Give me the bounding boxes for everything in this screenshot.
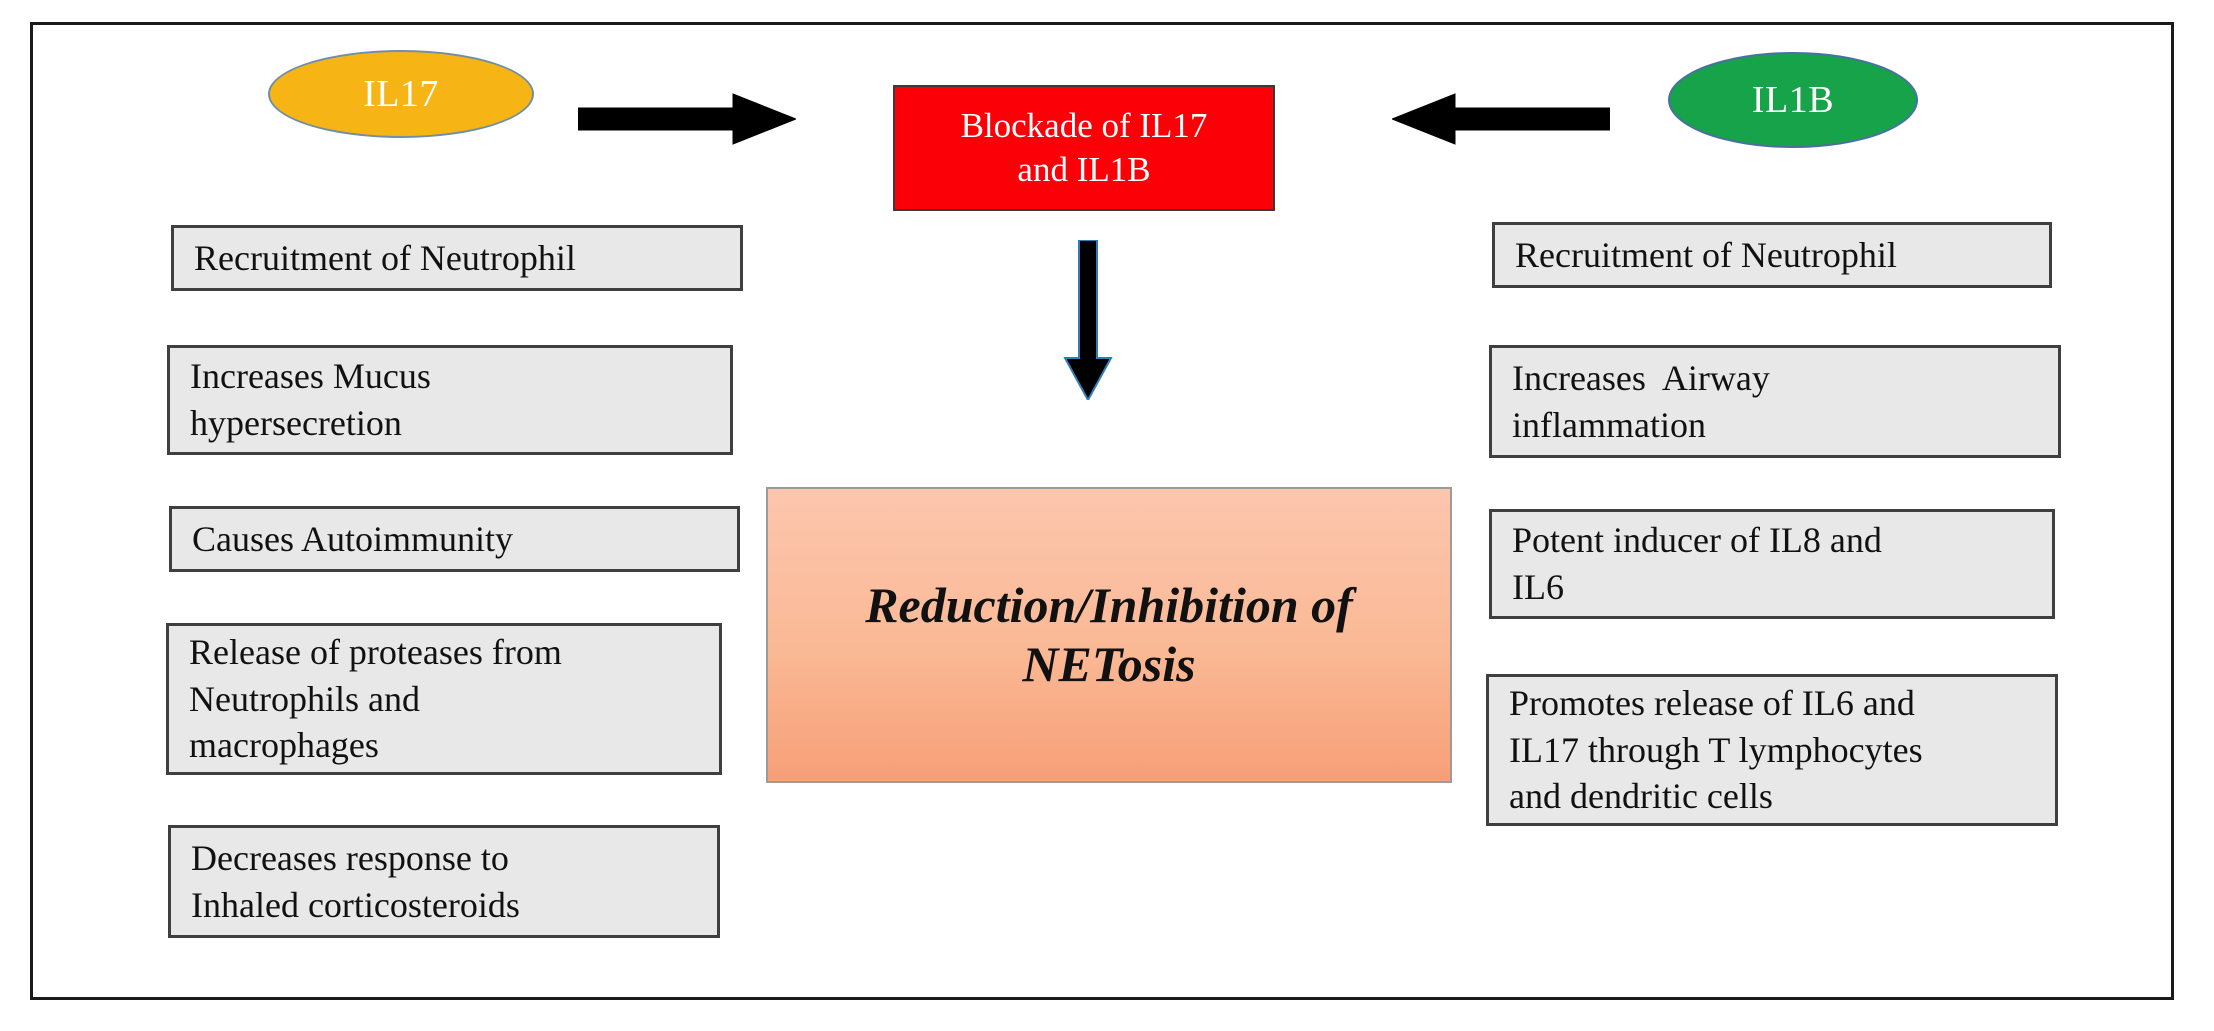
- right-effect-text-4: Promotes release of IL6 and IL17 through…: [1509, 682, 1923, 817]
- node-blockade-line2: and IL1B: [1017, 150, 1151, 189]
- left-effect-text-2: Increases Mucus hypersecretion: [190, 356, 431, 443]
- left-effect-text-4: Release of proteases from Neutrophils an…: [189, 631, 562, 766]
- node-netosis-line2: NETosis: [1022, 636, 1196, 692]
- node-netosis-outcome[interactable]: Reduction/Inhibition of NETosis: [766, 487, 1452, 783]
- left-effect-text-1: Recruitment of Neutrophil: [194, 237, 576, 278]
- right-arrow-icon: [577, 93, 798, 145]
- node-il17-label: IL17: [363, 73, 439, 115]
- right-effect-box-3[interactable]: Potent inducer of IL8 and IL6: [1489, 509, 2055, 619]
- node-il1b-label: IL1B: [1751, 79, 1835, 121]
- right-effect-box-4[interactable]: Promotes release of IL6 and IL17 through…: [1486, 674, 2058, 826]
- left-effect-text-3: Causes Autoimmunity: [192, 518, 514, 559]
- arrow-il17-to-blockade: [577, 92, 798, 146]
- node-netosis-line1: Reduction/Inhibition of: [865, 577, 1353, 633]
- right-effect-text-1: Recruitment of Neutrophil: [1515, 234, 1897, 275]
- node-blockade-line1: Blockade of IL17: [960, 106, 1208, 146]
- right-effect-box-2[interactable]: Increases Airway inflammation: [1489, 345, 2061, 458]
- node-blockade[interactable]: Blockade of IL17 and IL1B: [893, 85, 1275, 211]
- left-effect-box-1[interactable]: Recruitment of Neutrophil: [171, 225, 743, 291]
- arrow-il1b-to-blockade: [1390, 92, 1611, 146]
- left-effect-text-5: Decreases response to Inhaled corticoste…: [191, 837, 520, 925]
- left-effect-box-5[interactable]: Decreases response to Inhaled corticoste…: [168, 825, 720, 938]
- node-il17[interactable]: IL17: [268, 50, 534, 138]
- right-effect-box-1[interactable]: Recruitment of Neutrophil: [1492, 222, 2052, 288]
- node-blockade-text: Blockade of IL17 and IL1B: [961, 104, 1208, 192]
- left-arrow-icon: [1390, 93, 1611, 145]
- right-effect-text-2: Increases Airway inflammation: [1512, 357, 1770, 445]
- left-effect-box-3[interactable]: Causes Autoimmunity: [169, 506, 740, 572]
- right-effect-text-3: Potent inducer of IL8 and IL6: [1512, 520, 1882, 607]
- node-netosis-text: Reduction/Inhibition of NETosis: [865, 576, 1353, 694]
- left-effect-box-2[interactable]: Increases Mucus hypersecretion: [167, 345, 733, 455]
- arrow-blockade-to-netosis: [1060, 239, 1116, 403]
- node-il1b[interactable]: IL1B: [1668, 52, 1918, 148]
- left-effect-box-4[interactable]: Release of proteases from Neutrophils an…: [166, 623, 722, 775]
- down-arrow-icon: [1063, 239, 1113, 403]
